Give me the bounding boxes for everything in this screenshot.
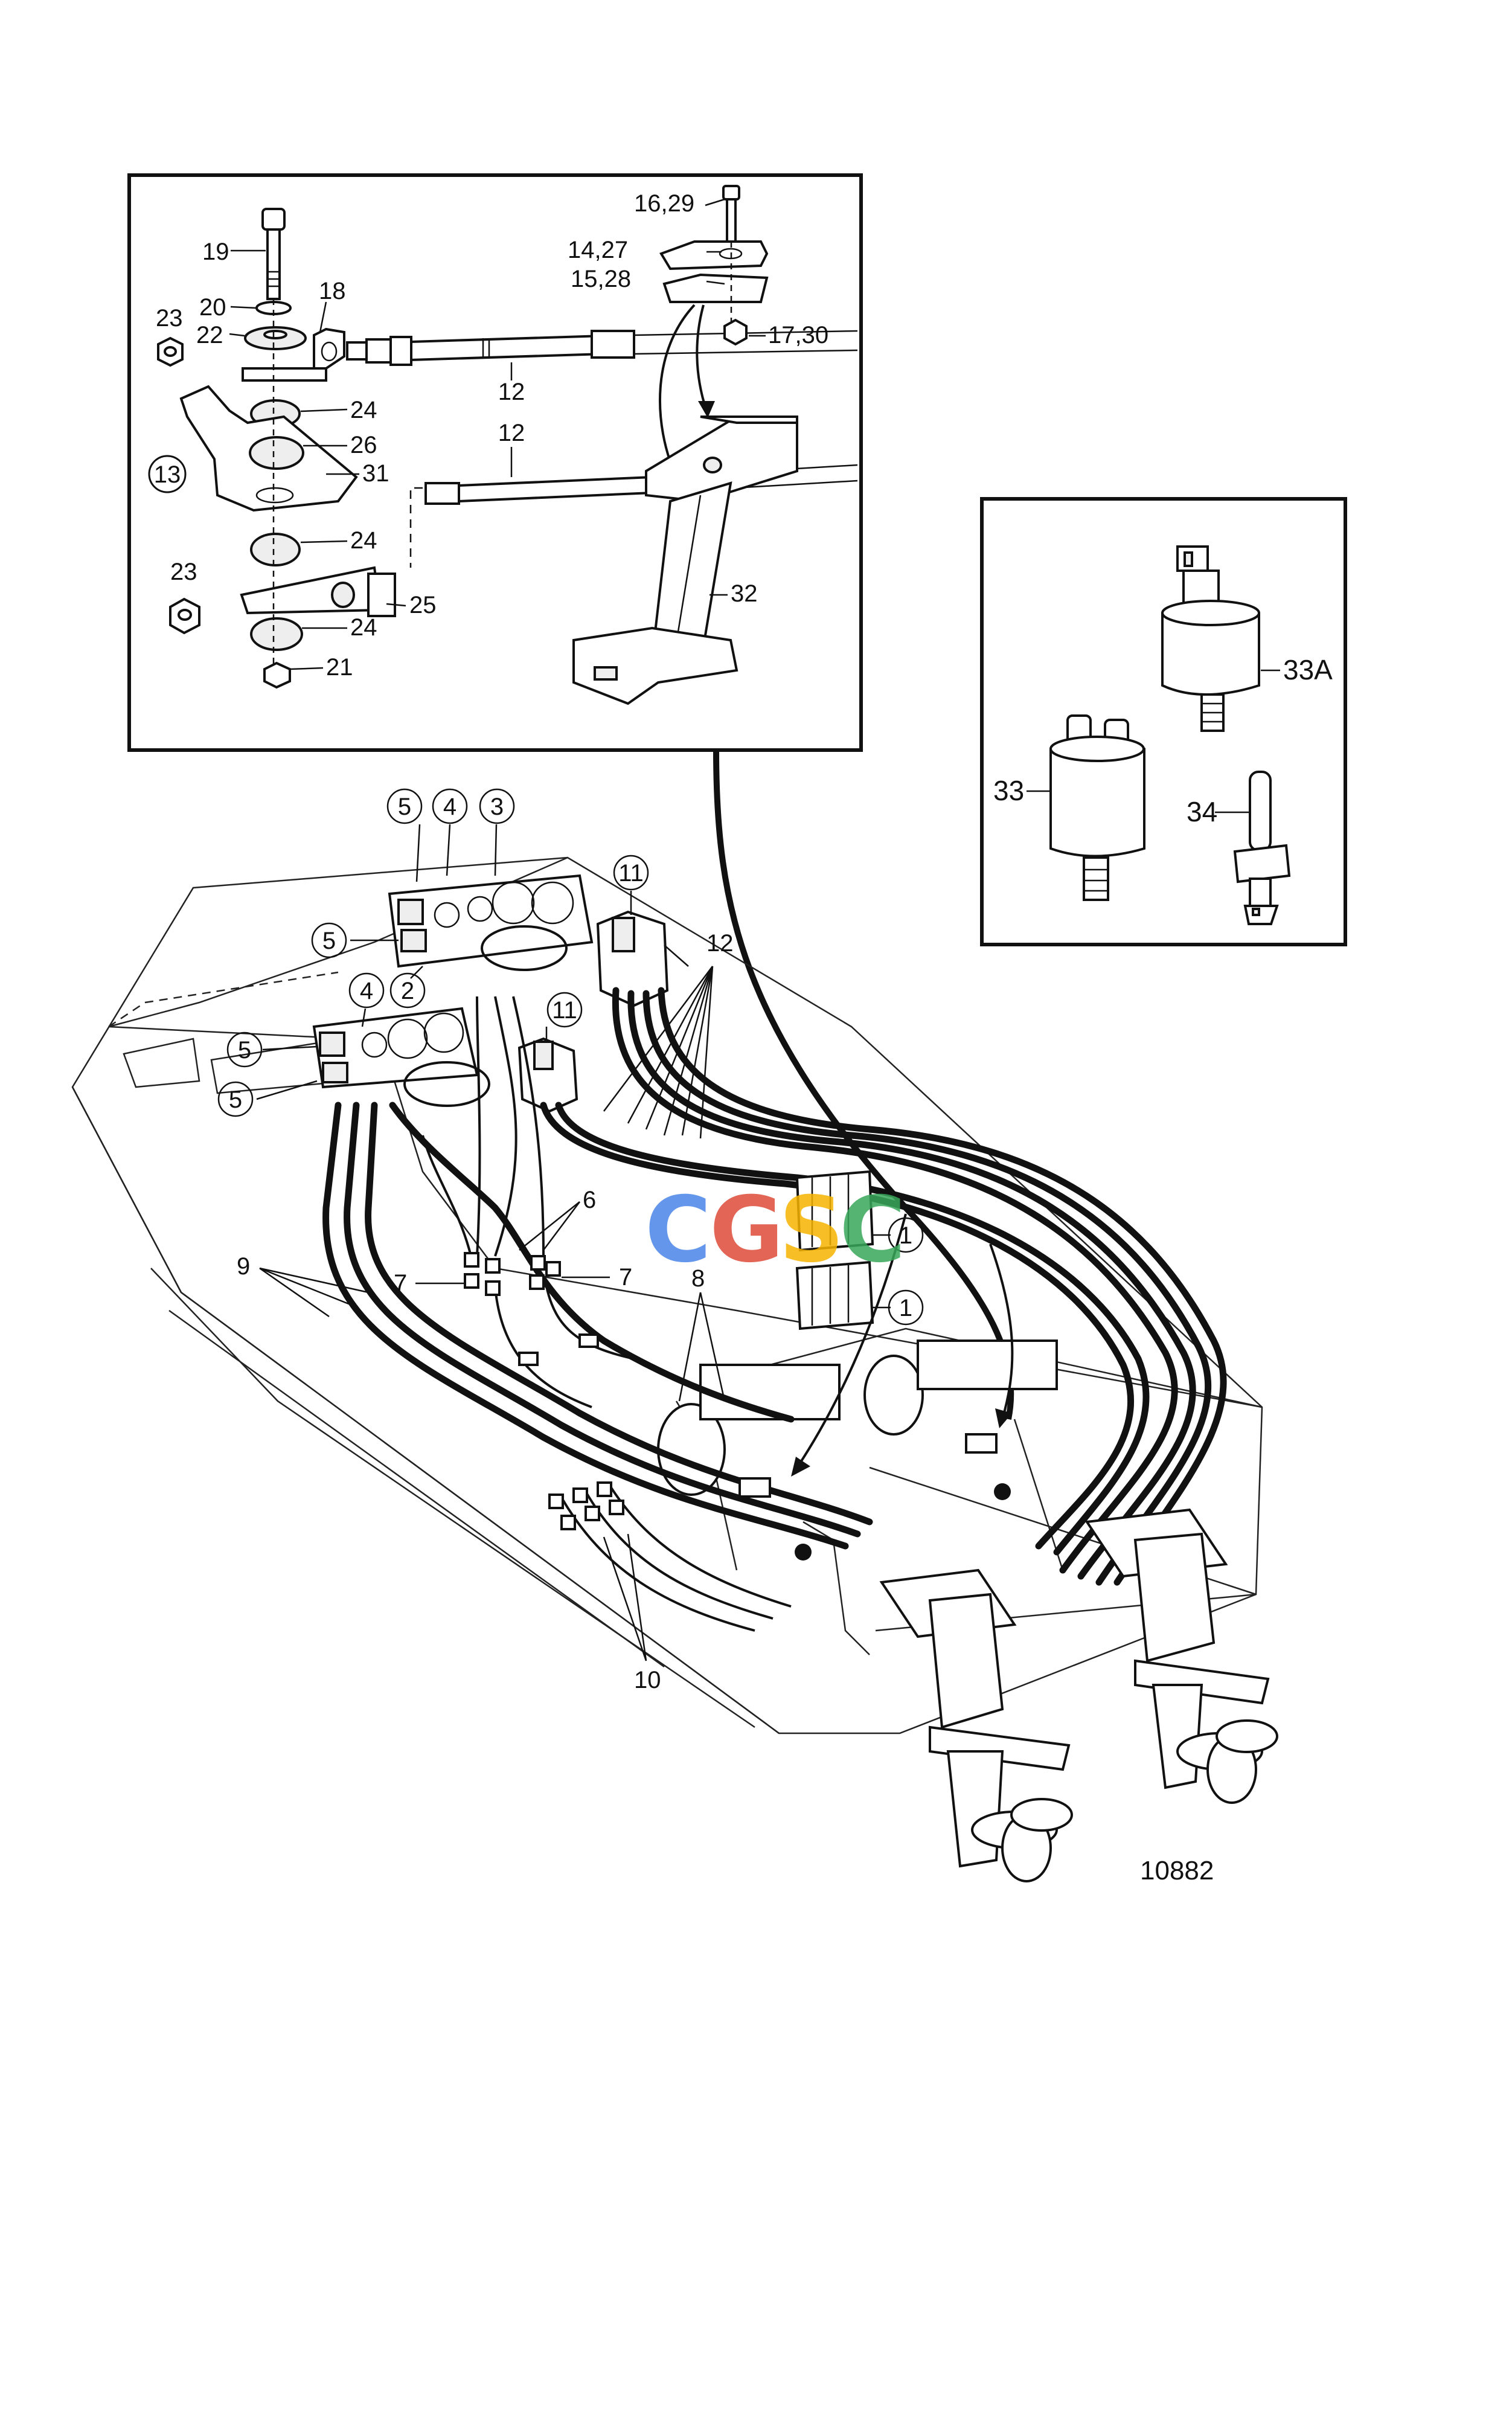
label-5-bottom: 5	[229, 1086, 242, 1113]
dashboard-lower	[312, 1007, 490, 1107]
junction-block-1-lower	[795, 1260, 874, 1330]
label-14-27: 14,27	[568, 237, 628, 263]
boat-leader-lines	[256, 824, 891, 1661]
boat-part-labels: 5 4 3 5 2 11 12 4 5 5 11 6 9 7 7 8	[217, 788, 924, 1693]
grommet-24-middle	[250, 533, 301, 566]
label-11-lower: 11	[552, 997, 577, 1024]
control-cables-12	[540, 987, 1227, 1586]
label-19: 19	[202, 239, 229, 265]
label-1-lower: 1	[899, 1295, 912, 1321]
label-8: 8	[691, 1265, 705, 1292]
label-32: 32	[731, 580, 758, 607]
label-25: 25	[409, 592, 437, 618]
label-13-circle	[148, 455, 187, 493]
label-22: 22	[196, 322, 223, 348]
cable-end-fitting-upper	[346, 336, 412, 366]
label-5-lower: 5	[238, 1037, 251, 1064]
label-15-28: 15,28	[571, 266, 631, 292]
label-16-29: 16,29	[634, 190, 694, 217]
label-34: 34	[1187, 796, 1217, 827]
control-lever-11-lower	[517, 1037, 578, 1113]
instrument-harness-9	[322, 1102, 873, 1550]
label-5-upper-left: 5	[322, 928, 336, 954]
label-24-lower: 24	[350, 614, 377, 641]
label-33a: 33A	[1283, 654, 1333, 685]
label-7-left: 7	[394, 1270, 407, 1297]
pressure-sender-33	[1049, 714, 1145, 901]
nut-21	[263, 661, 291, 689]
junction-block-1-upper	[795, 1170, 874, 1252]
label-12-upper: 12	[498, 379, 525, 405]
label-11-upper: 11	[618, 860, 644, 887]
label-2: 2	[401, 978, 414, 1004]
cable-12-upper	[410, 330, 858, 361]
label-33: 33	[993, 775, 1024, 806]
label-24-upper: 24	[350, 397, 377, 423]
nut-17-30	[723, 318, 748, 346]
figure-number: 10882	[1140, 1856, 1214, 1885]
label-13: 13	[154, 461, 181, 488]
bracket-25	[240, 566, 396, 617]
outdrive-left	[879, 1568, 1073, 1882]
label-18: 18	[319, 278, 346, 304]
sensor-panel: 33A 33 34	[980, 497, 1347, 946]
bolt-19	[261, 208, 286, 300]
label-23-upper: 23	[156, 305, 183, 332]
label-12-boat: 12	[706, 930, 734, 957]
temperature-sender-34	[1233, 771, 1291, 925]
hull-outline	[71, 856, 1263, 1734]
boat-illustration: 5 4 3 5 2 11 12 4 5 5 11 6 9 7 7 8	[71, 749, 1278, 1882]
cables-10	[560, 1484, 792, 1632]
cables-6-upper	[421, 996, 635, 1408]
pressure-sender-33a	[1161, 545, 1260, 732]
control-lever-11-upper	[596, 910, 669, 1007]
label-4-top: 4	[443, 794, 456, 820]
label-5-top: 5	[398, 794, 411, 820]
label-7-right: 7	[619, 1264, 632, 1291]
detail-leader-lines	[229, 198, 766, 670]
label-1-upper: 1	[899, 1222, 912, 1249]
label-3: 3	[490, 794, 504, 820]
label-24-middle: 24	[350, 527, 377, 554]
watermark: C G S C	[645, 1178, 906, 1283]
connectors	[464, 1252, 1011, 1561]
bracket-32	[572, 415, 798, 705]
label-17-30: 17,30	[768, 322, 828, 348]
label-12-lower: 12	[498, 420, 525, 446]
nut-23-lower	[169, 597, 200, 635]
outdrive-right	[1084, 1508, 1278, 1804]
label-6: 6	[583, 1187, 596, 1213]
label-4-lower: 4	[360, 978, 373, 1004]
sensor-panel-frame	[980, 497, 1347, 946]
watermark-letter-s: S	[779, 1178, 844, 1283]
label-23-lower: 23	[170, 559, 197, 585]
grommet-24-lower	[250, 617, 303, 651]
watermark-letter-g: G	[710, 1178, 784, 1283]
label-21: 21	[326, 654, 353, 681]
cable-12-lower	[409, 464, 858, 568]
label-10: 10	[634, 1667, 661, 1693]
watermark-letter-c2: C	[839, 1178, 906, 1283]
detail-panel: 19 20 22 18 23 24 26 31 13 24 23 25 24 2…	[127, 173, 863, 752]
bracket-18	[242, 327, 345, 382]
watermark-letter-c1: C	[645, 1178, 711, 1283]
detail-panel-frame	[127, 173, 863, 752]
grommet-26	[249, 436, 304, 470]
nut-23-upper	[157, 336, 184, 367]
clamp-14-27	[659, 240, 769, 271]
label-26: 26	[350, 432, 377, 458]
clamp-screw-16-29	[722, 185, 740, 243]
clamp-plate-15-28	[662, 273, 769, 303]
label-31: 31	[362, 460, 389, 487]
washer-22	[244, 326, 307, 350]
label-9: 9	[237, 1253, 250, 1280]
label-20: 20	[199, 294, 226, 321]
dashboard-upper	[388, 874, 594, 971]
